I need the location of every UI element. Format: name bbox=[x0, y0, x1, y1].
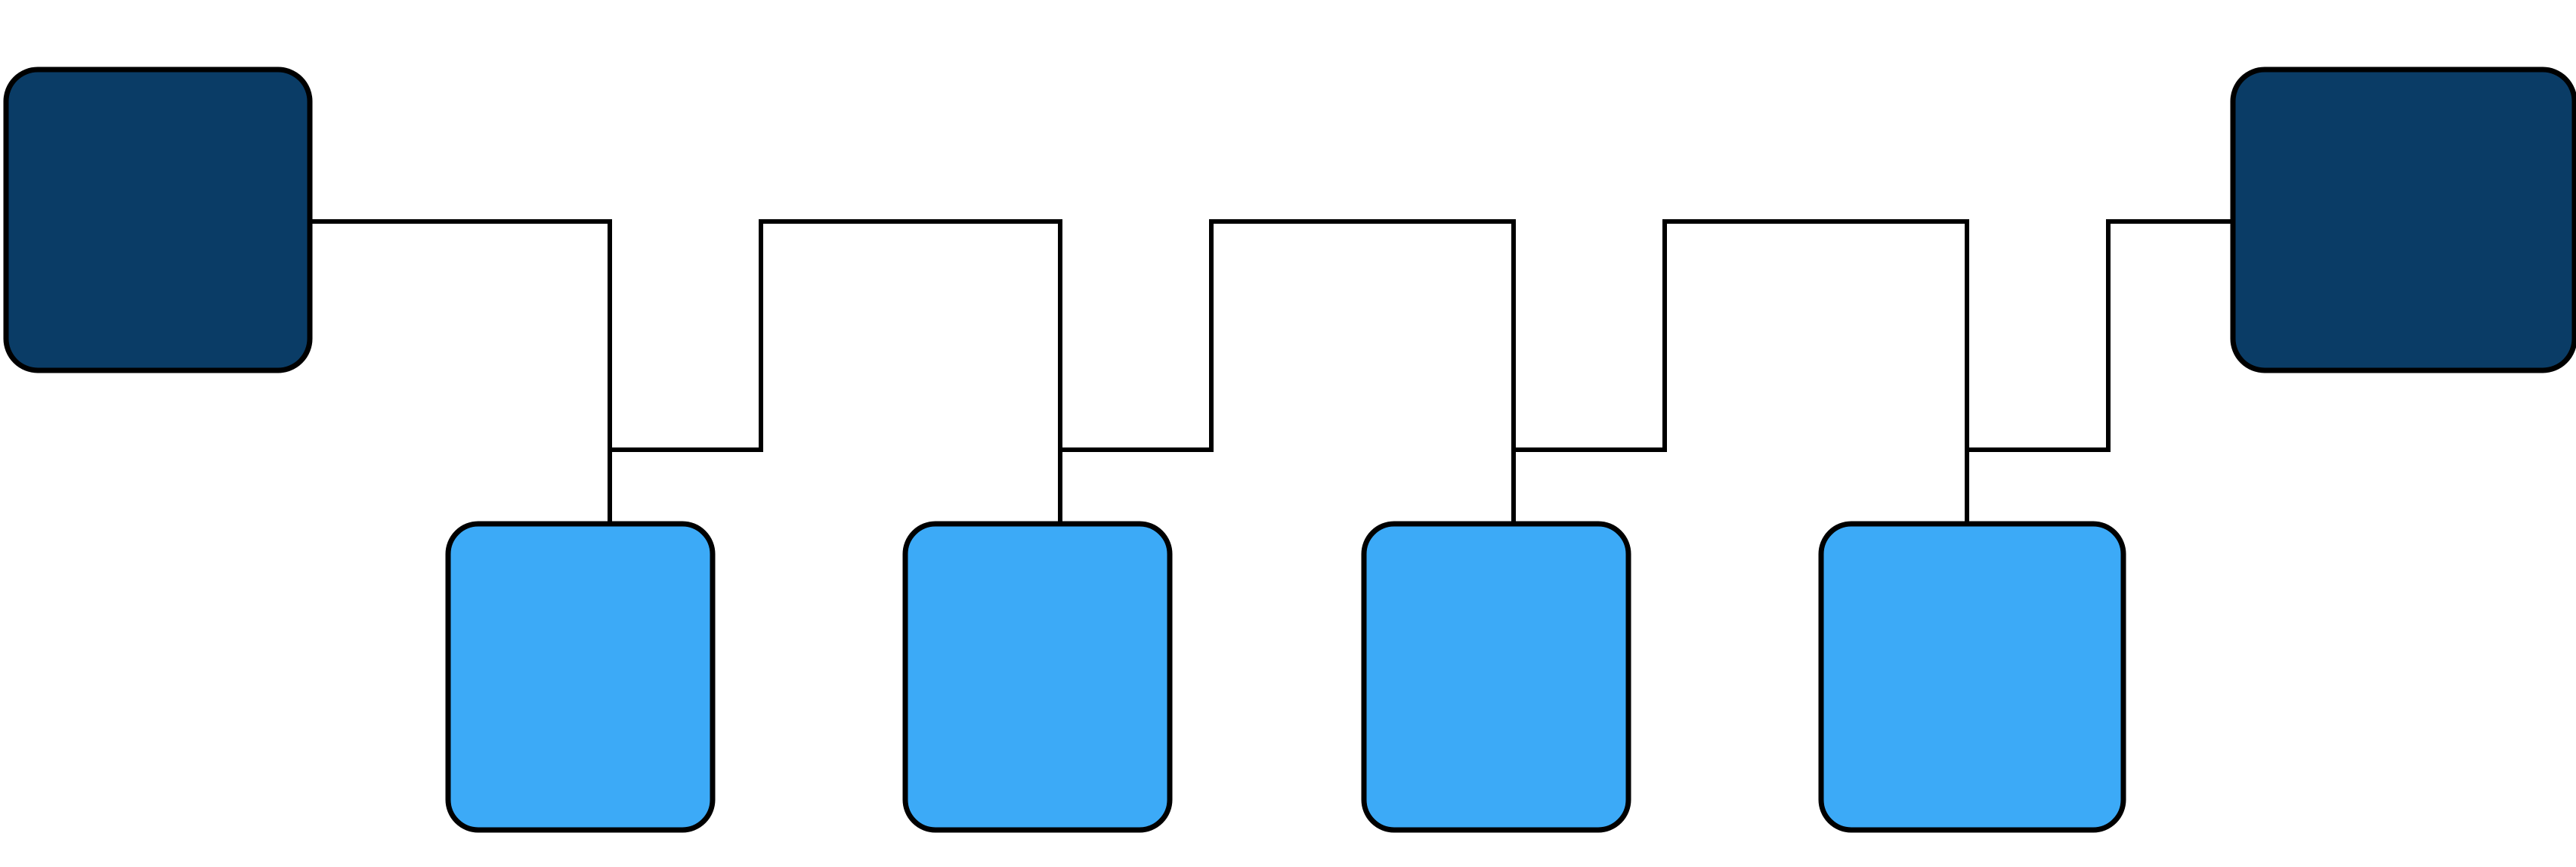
node-target[interactable] bbox=[2230, 67, 2576, 373]
connector-layer bbox=[310, 219, 2233, 524]
connector-child-4-to-target bbox=[1967, 219, 2233, 452]
connector-child-2-to-child-3 bbox=[1060, 219, 1516, 524]
connector-child-1-to-child-2 bbox=[610, 219, 1062, 524]
node-child-3[interactable] bbox=[1361, 521, 1631, 833]
node-child-4[interactable] bbox=[1818, 521, 2126, 833]
node-child-2[interactable] bbox=[902, 521, 1173, 833]
node-source[interactable] bbox=[3, 67, 313, 373]
node-layer bbox=[3, 67, 2576, 833]
connector-source-to-child-1 bbox=[310, 219, 612, 524]
node-child-1[interactable] bbox=[445, 521, 716, 833]
connector-child-3-to-child-4 bbox=[1514, 219, 1969, 524]
